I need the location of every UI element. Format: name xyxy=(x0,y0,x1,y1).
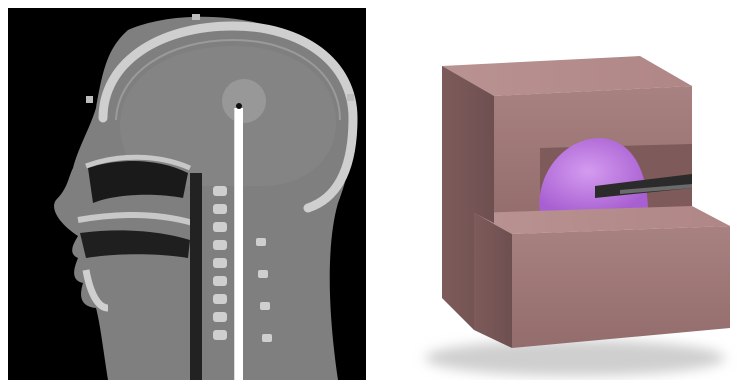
probe xyxy=(235,108,243,380)
probe-shadow xyxy=(234,108,235,380)
fiducial-marker xyxy=(347,94,354,101)
target-halo xyxy=(222,79,266,123)
fiducial-marker xyxy=(192,14,200,20)
ct-sagittal-head-image xyxy=(8,8,366,380)
airway xyxy=(190,173,202,380)
cutaway-block-model xyxy=(390,8,740,380)
floor-shadow xyxy=(425,340,725,376)
probe-tip xyxy=(236,103,242,109)
lower-block-face xyxy=(512,226,730,348)
ct-scan-panel xyxy=(8,8,366,380)
fiducial-marker xyxy=(86,96,93,103)
3d-model-panel xyxy=(390,8,740,380)
lower-block-front xyxy=(474,213,512,348)
